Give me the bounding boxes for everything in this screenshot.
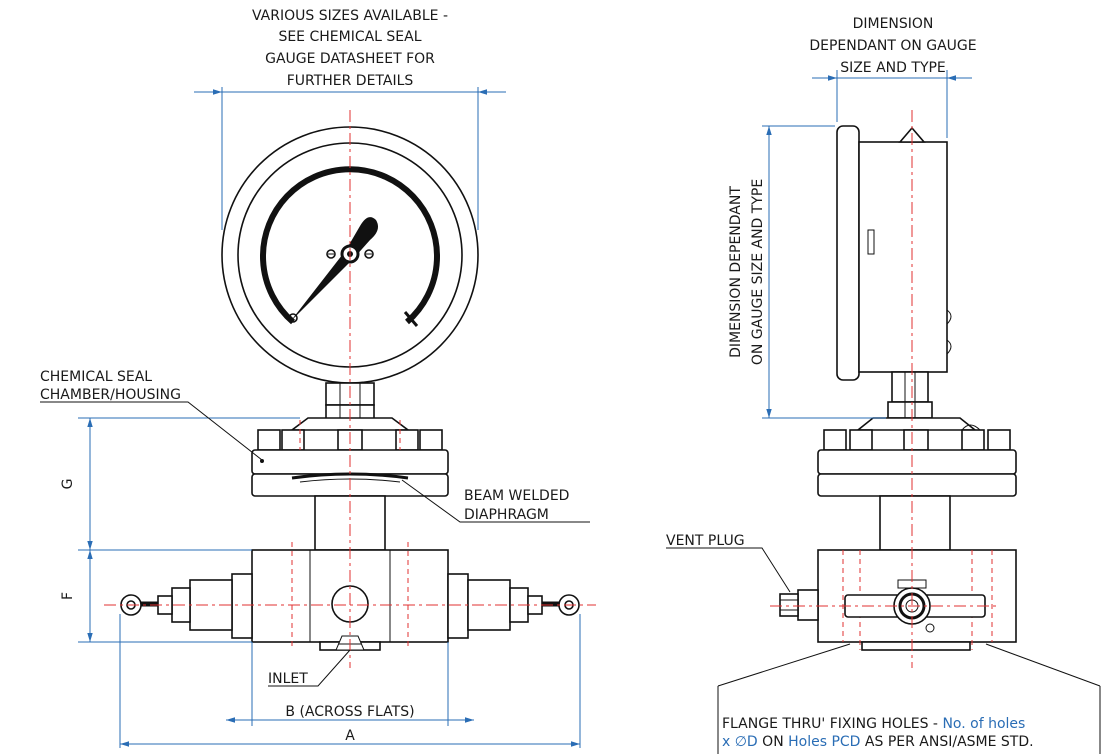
flange-note-line1: FLANGE THRU' FIXING HOLES - No. of holes xyxy=(722,716,1025,732)
diaphragm-label-line2: DIAPHRAGM xyxy=(464,507,549,523)
flange-note-on: ON xyxy=(758,734,788,750)
front-top-note-line3: GAUGE DATASHEET FOR xyxy=(265,51,435,67)
chamber-label-line1: CHEMICAL SEAL xyxy=(40,369,152,385)
flange-note-holes-count: No. of holes xyxy=(942,716,1025,732)
dimension-g-label: G xyxy=(60,479,76,490)
dimension-f-label: F xyxy=(60,592,76,600)
vent-plug-label: VENT PLUG xyxy=(666,533,745,549)
flange-note-line2: x ∅D ON Holes PCD AS PER ANSI/ASME STD. xyxy=(722,734,1034,750)
front-view xyxy=(40,87,596,748)
flange-note-std: AS PER ANSI/ASME STD. xyxy=(860,734,1033,750)
side-top-note-line3: SIZE AND TYPE xyxy=(840,60,946,76)
label-group: VARIOUS SIZES AVAILABLE - SEE CHEMICAL S… xyxy=(40,8,1034,750)
dimension-b-label: B (ACROSS FLATS) xyxy=(285,704,414,720)
chamber-label-line2: CHAMBER/HOUSING xyxy=(40,387,181,403)
front-top-note-line2: SEE CHEMICAL SEAL xyxy=(278,29,421,45)
flange-note-hole-diameter: x ∅D xyxy=(722,734,758,750)
inlet-label: INLET xyxy=(268,671,308,687)
side-top-note-line1: DIMENSION xyxy=(853,16,934,32)
front-top-note-line1: VARIOUS SIZES AVAILABLE - xyxy=(252,8,448,24)
side-vertical-note-line2: ON GAUGE SIZE AND TYPE xyxy=(750,179,766,365)
side-view xyxy=(666,70,1101,754)
front-top-note-line4: FURTHER DETAILS xyxy=(287,73,414,89)
diaphragm-label-line1: BEAM WELDED xyxy=(464,488,569,504)
flange-note-text: FLANGE THRU' FIXING HOLES - xyxy=(722,716,942,732)
flange-note-pcd: Holes PCD xyxy=(788,734,860,750)
dimension-a-label: A xyxy=(345,728,355,744)
side-vertical-note-line1: DIMENSION DEPENDANT xyxy=(728,186,744,358)
side-top-note-line2: DEPENDANT ON GAUGE xyxy=(809,38,976,54)
